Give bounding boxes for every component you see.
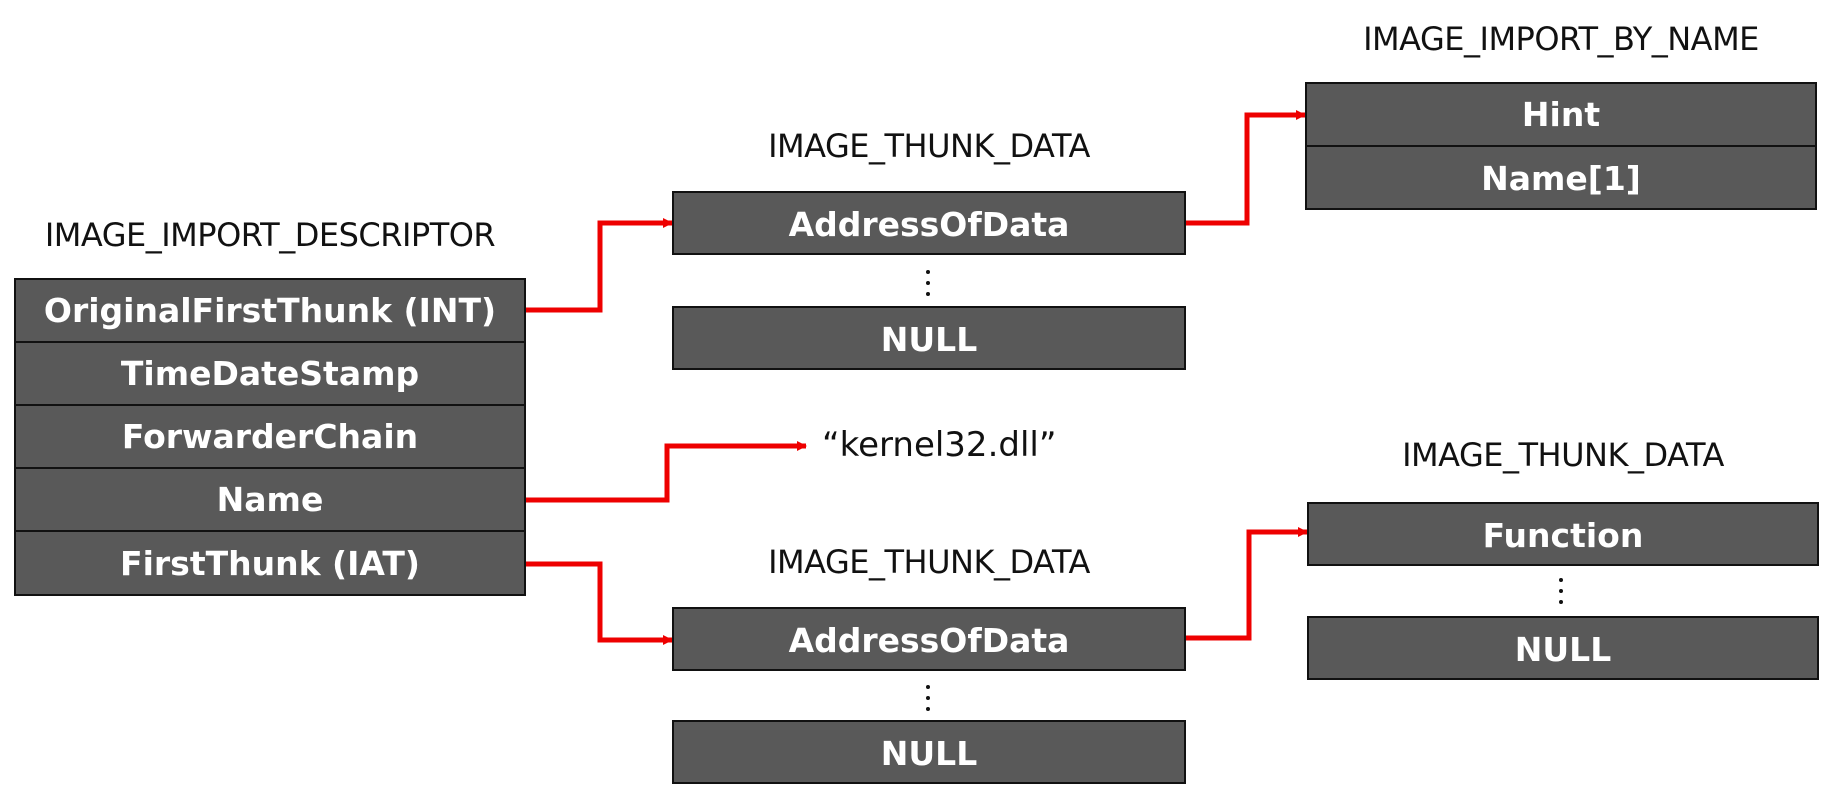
descriptor-title: IMAGE_IMPORT_DESCRIPTOR: [44, 216, 496, 254]
int-thunk-ellipsis: [923, 270, 933, 296]
iat-thunk-struct: AddressOfData: [672, 607, 1186, 671]
descriptor-field-first-thunk: FirstThunk (IAT): [120, 544, 420, 583]
function-thunk-ellipsis: [1556, 578, 1566, 604]
arrow-thunk-to-import-by-name: [1186, 110, 1306, 226]
import-by-name-field-name: Name[1]: [1481, 159, 1641, 198]
descriptor-field-name: Name: [16, 469, 524, 532]
iat-thunk-field-address-of-data: AddressOfData: [788, 621, 1070, 660]
import-by-name-title: IMAGE_IMPORT_BY_NAME: [1363, 20, 1759, 58]
arrow-int-to-thunk: [526, 218, 673, 313]
descriptor-struct: OriginalFirstThunk (INT) TimeDateStamp F…: [14, 278, 526, 596]
int-thunk-null-struct: NULL: [672, 306, 1186, 370]
iat-thunk-ellipsis: [923, 685, 933, 711]
arrow-name-to-dll: [526, 441, 807, 503]
int-thunk-field-address-of-data: AddressOfData: [788, 205, 1070, 244]
import-by-name-field-hint: Hint: [1307, 84, 1815, 147]
descriptor-field-forwarder-chain: ForwarderChain: [16, 406, 524, 469]
function-thunk-null-struct: NULL: [1307, 616, 1819, 680]
int-thunk-null: NULL: [880, 320, 978, 359]
arrow-thunk-to-function: [1186, 527, 1308, 641]
function-thunk-field-function: Function: [1482, 516, 1644, 555]
descriptor-field-original-first-thunk: OriginalFirstThunk (INT): [16, 280, 524, 343]
int-thunk-title: IMAGE_THUNK_DATA: [768, 127, 1090, 165]
iat-thunk-null-struct: NULL: [672, 720, 1186, 784]
import-by-name-struct: Hint Name[1]: [1305, 82, 1817, 210]
dll-name-label: “kernel32.dll”: [822, 425, 1057, 465]
iat-thunk-null: NULL: [880, 734, 978, 773]
function-thunk-null: NULL: [1514, 630, 1612, 669]
iat-thunk-title: IMAGE_THUNK_DATA: [768, 543, 1090, 581]
function-thunk-struct: Function: [1307, 502, 1819, 566]
descriptor-field-time-date-stamp: TimeDateStamp: [16, 343, 524, 406]
arrow-iat-to-thunk: [526, 561, 673, 645]
function-thunk-title: IMAGE_THUNK_DATA: [1402, 436, 1724, 474]
int-thunk-struct: AddressOfData: [672, 191, 1186, 255]
